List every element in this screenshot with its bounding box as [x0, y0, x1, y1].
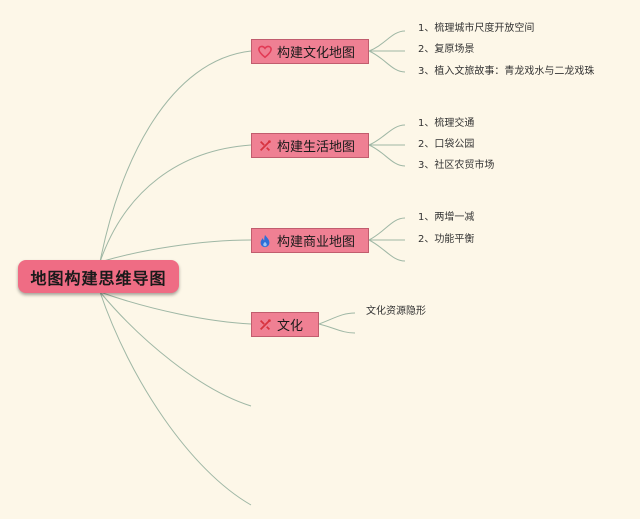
heart-icon — [258, 45, 272, 59]
leaf-item[interactable]: 2、复原场景 — [418, 44, 475, 55]
connector-root-to-empty-2 — [99, 291, 252, 506]
leaf-item[interactable]: 2、口袋公园 — [418, 139, 475, 150]
connector-root-to-empty-1 — [99, 291, 252, 407]
leaf-item[interactable]: 1、梳理交通 — [418, 118, 475, 129]
connector-root-to-life-map — [99, 144, 252, 263]
branch-label: 构建生活地图 — [277, 140, 356, 155]
connector-culture-map-leaf-3 — [368, 50, 406, 73]
branch-node-life-map[interactable]: 构建生活地图 — [251, 133, 369, 158]
leaf-item[interactable]: 2、功能平衡 — [418, 234, 475, 245]
branch-node-commerce-map[interactable]: 构建商业地图 — [251, 228, 369, 253]
branch-node-culture-map[interactable]: 构建文化地图 — [251, 39, 369, 64]
connector-culture-map-leaf-1 — [368, 30, 406, 52]
leaf-item[interactable]: 文化资源隐形 — [366, 306, 426, 317]
connector-life-map-leaf-3 — [368, 144, 406, 167]
connector-commerce-map-leaf-3 — [368, 239, 406, 262]
connector-root-to-culture — [99, 291, 252, 325]
leaf-item[interactable]: 3、植入文旅故事：青龙戏水与二龙戏珠 — [418, 66, 595, 77]
connector-culture-leaf-1 — [318, 312, 356, 325]
connector-culture-leaf-2 — [318, 323, 356, 334]
tools-icon — [258, 139, 272, 153]
leaf-item[interactable]: 3、社区农贸市场 — [418, 160, 495, 171]
root-node-label: 地图构建思维导图 — [30, 268, 167, 288]
root-node[interactable]: 地图构建思维导图 — [18, 260, 179, 293]
connector-root-to-commerce-map — [99, 239, 252, 263]
leaf-item[interactable]: 1、两增一减 — [418, 212, 475, 223]
connector-commerce-map-leaf-1 — [368, 217, 406, 241]
tools-icon — [258, 318, 272, 332]
connector-life-map-leaf-1 — [368, 124, 406, 146]
flame-icon — [258, 234, 272, 248]
branch-label: 构建商业地图 — [277, 235, 356, 250]
branch-label: 构建文化地图 — [277, 46, 356, 61]
leaf-item[interactable]: 1、梳理城市尺度开放空间 — [418, 23, 535, 34]
branch-label: 文化 — [277, 319, 304, 334]
branch-node-culture[interactable]: 文化 — [251, 312, 319, 337]
connector-root-to-culture-map — [99, 50, 252, 263]
